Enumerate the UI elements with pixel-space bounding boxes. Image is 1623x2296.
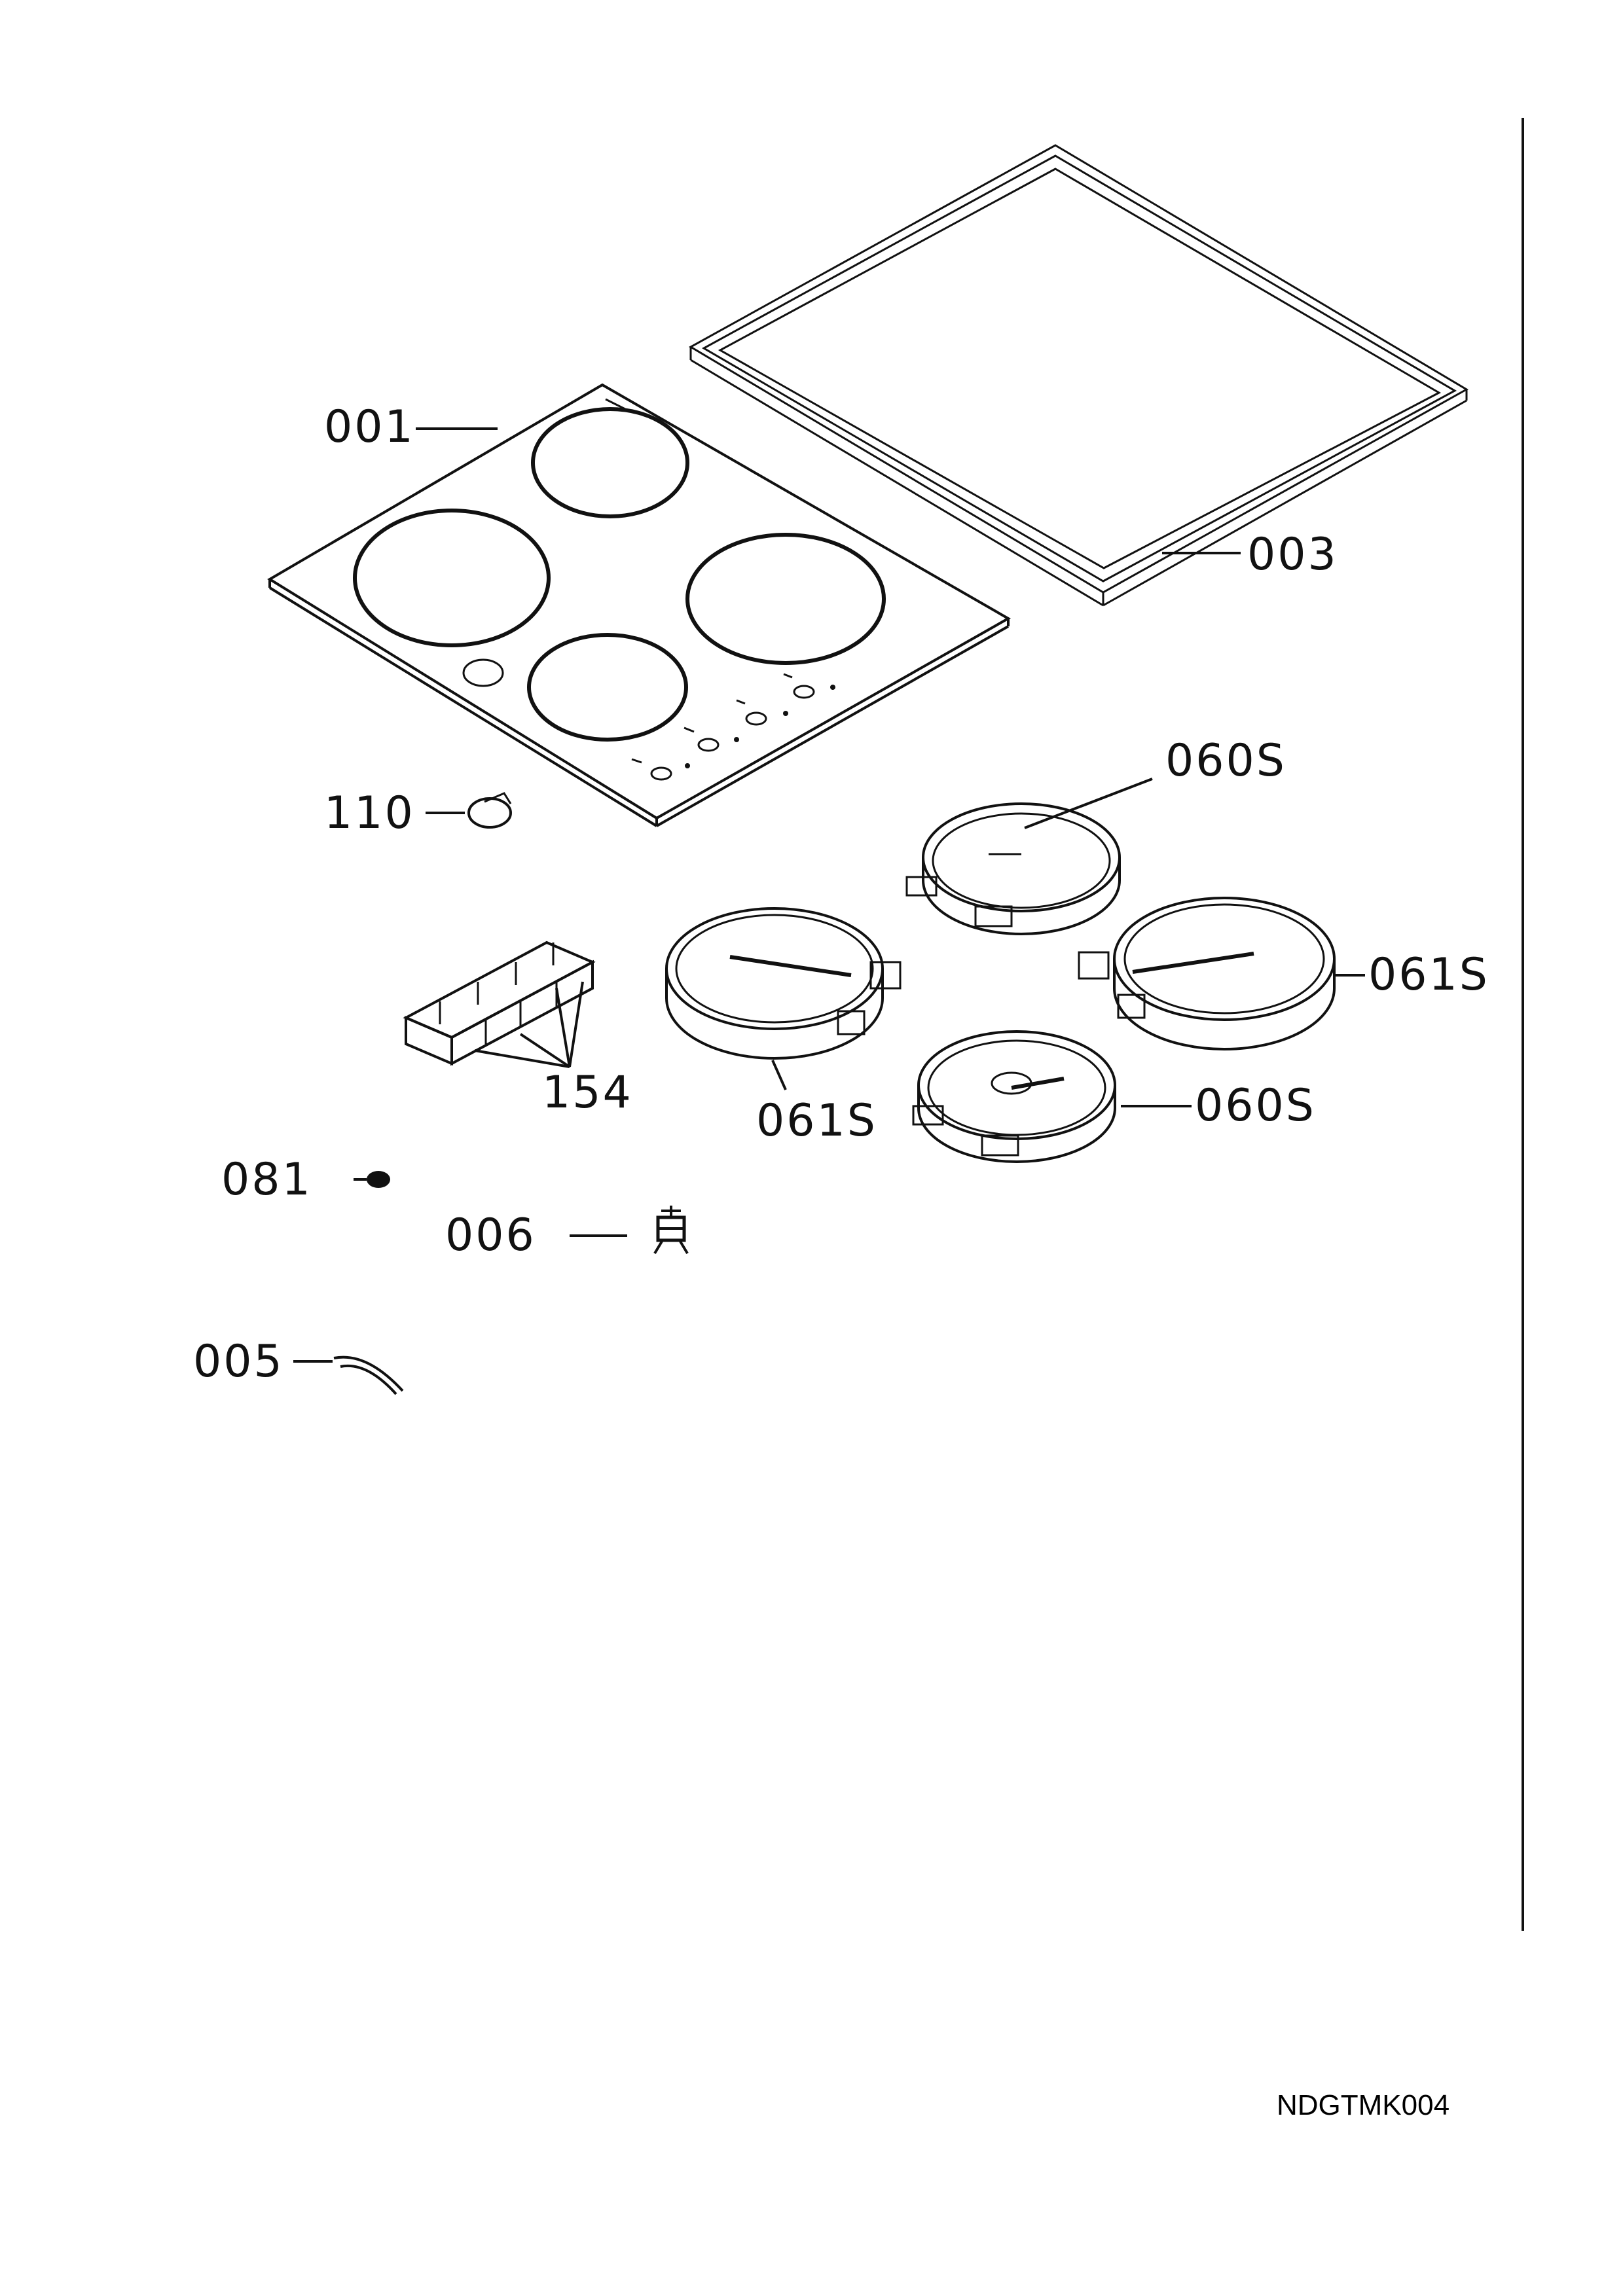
foot-part-081 xyxy=(367,1171,390,1188)
label-110: 110 xyxy=(324,787,415,839)
label-005: 005 xyxy=(193,1336,284,1388)
leader-lines xyxy=(293,427,1365,1363)
label-006: 006 xyxy=(445,1210,536,1261)
terminal-block-part-154 xyxy=(403,941,596,1066)
label-060s-bottom: 060S xyxy=(1195,1080,1316,1132)
label-154: 154 xyxy=(542,1067,633,1119)
label-001: 001 xyxy=(324,401,415,453)
clip-part-005 xyxy=(333,1355,404,1395)
label-061s-right: 061S xyxy=(1368,949,1489,1001)
heating-element-060s-top xyxy=(905,802,1121,935)
bracket-part-006 xyxy=(653,1206,689,1255)
heating-element-061s-right xyxy=(1078,897,1336,1050)
heating-element-061s-left xyxy=(665,907,902,1060)
label-061s-left: 061S xyxy=(756,1095,877,1147)
label-003: 003 xyxy=(1247,529,1338,581)
frame-part-003 xyxy=(688,144,1469,607)
label-060s-top: 060S xyxy=(1165,735,1286,787)
heating-element-060s-bottom xyxy=(912,1030,1116,1163)
glass-hob-part-001 xyxy=(267,383,1012,827)
knob-part-110 xyxy=(467,792,512,829)
reference-code: NDGTMK004 xyxy=(1277,2089,1450,2121)
label-081: 081 xyxy=(221,1154,312,1206)
